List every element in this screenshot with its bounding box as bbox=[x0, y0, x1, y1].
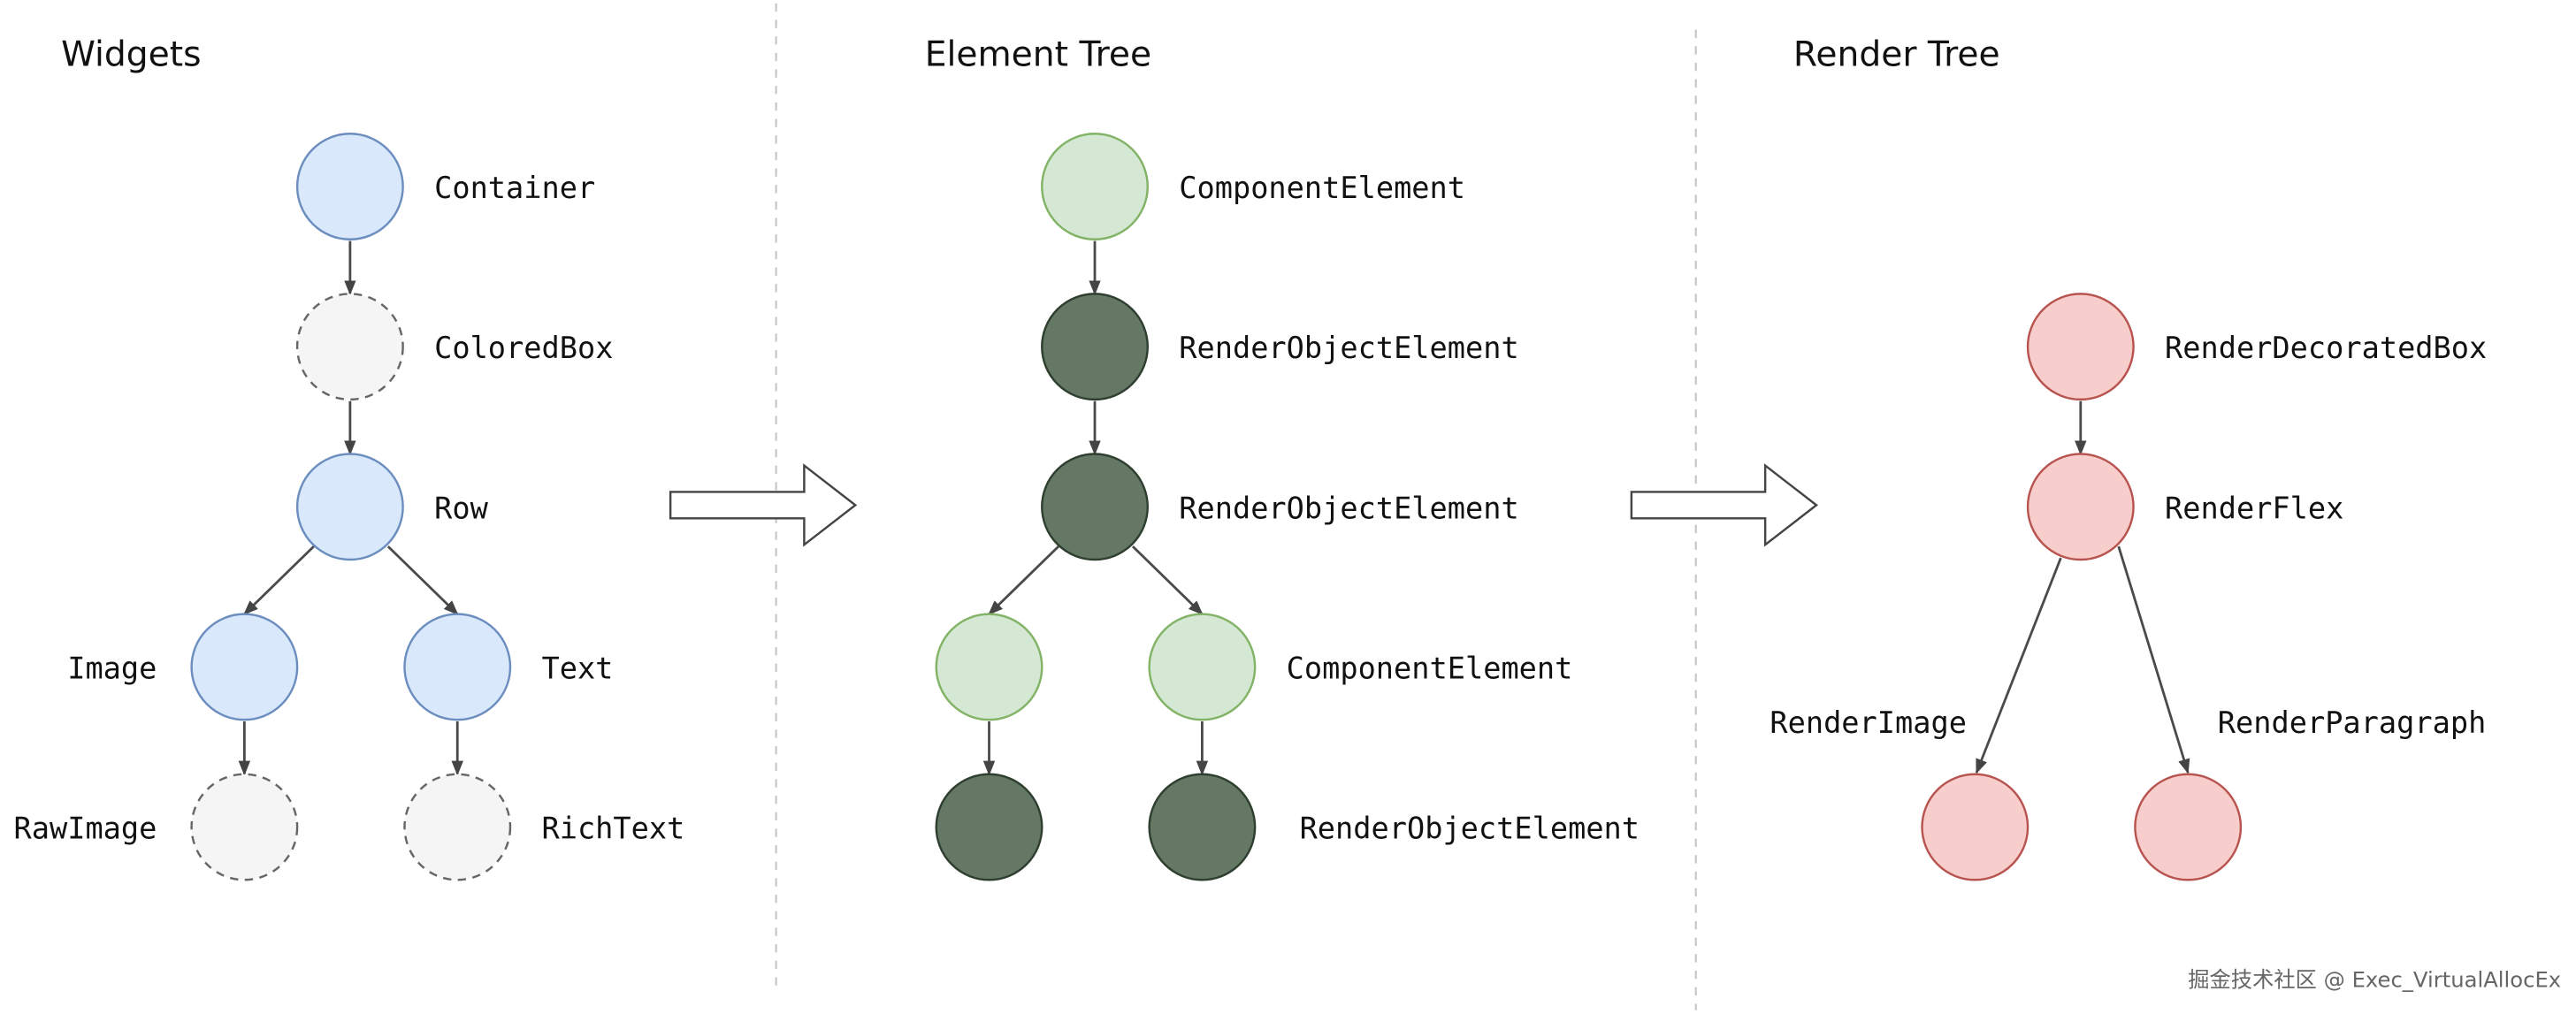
transition-arrow-elements-to-render bbox=[1630, 463, 1819, 547]
widgets-nodes bbox=[190, 133, 512, 881]
label-text: Text bbox=[541, 651, 613, 685]
node-render-image bbox=[1921, 773, 2029, 881]
node-render-paragraph bbox=[2134, 773, 2243, 881]
node-el-component-element-right bbox=[1148, 613, 1257, 721]
label-render-image: RenderImage bbox=[1770, 705, 1967, 740]
edge-el-2-4 bbox=[1131, 545, 1204, 615]
edge-row-text bbox=[386, 545, 459, 615]
node-el-component-element-left bbox=[935, 613, 1043, 721]
label-coloredbox: ColoredBox bbox=[434, 331, 613, 365]
node-richtext bbox=[403, 773, 512, 881]
watermark: 掘金技术社区 @ Exec_VirtualAllocEx bbox=[2188, 967, 2561, 993]
node-image bbox=[190, 613, 299, 721]
edge-row-image bbox=[243, 545, 315, 615]
node-coloredbox bbox=[295, 293, 404, 401]
label-el-4: ComponentElement bbox=[1287, 651, 1573, 685]
node-el-component-element bbox=[1041, 133, 1149, 240]
label-el-6: RenderObjectElement bbox=[1300, 812, 1640, 846]
node-rawimage bbox=[190, 773, 299, 881]
render-tree-edges bbox=[1975, 400, 2190, 774]
node-el-render-object-element-right bbox=[1148, 773, 1257, 881]
node-render-flex bbox=[2026, 453, 2135, 561]
render-tree-labels: RenderDecoratedBox RenderFlex RenderImag… bbox=[1770, 331, 2487, 740]
edge-flex-paragraph bbox=[2117, 545, 2190, 774]
node-container bbox=[295, 133, 404, 240]
node-el-render-object-element-1 bbox=[1041, 293, 1149, 401]
node-render-decorated-box bbox=[2026, 293, 2135, 401]
label-render-flex: RenderFlex bbox=[2165, 491, 2343, 525]
label-container: Container bbox=[434, 171, 595, 205]
node-row bbox=[295, 453, 404, 561]
transition-arrow-widgets-to-elements bbox=[669, 463, 858, 547]
element-tree-labels: ComponentElement RenderObjectElement Ren… bbox=[1179, 171, 1640, 846]
widgets-panel-title: Widgets bbox=[61, 35, 201, 75]
label-rawimage: RawImage bbox=[14, 812, 157, 846]
label-row: Row bbox=[434, 491, 488, 525]
element-tree-edges bbox=[982, 240, 1209, 776]
label-image: Image bbox=[67, 651, 157, 685]
label-el-2: RenderObjectElement bbox=[1179, 491, 1518, 525]
render-tree-nodes bbox=[1921, 293, 2243, 881]
node-text bbox=[403, 613, 512, 721]
label-el-0: ComponentElement bbox=[1179, 171, 1465, 205]
widgets-edges bbox=[238, 240, 463, 776]
edge-el-2-3 bbox=[988, 545, 1059, 615]
render-tree-panel-title: Render Tree bbox=[1793, 35, 2000, 75]
label-render-paragraph: RenderParagraph bbox=[2218, 705, 2487, 740]
label-el-1: RenderObjectElement bbox=[1179, 331, 1518, 365]
element-tree-panel-title: Element Tree bbox=[925, 35, 1151, 75]
label-render-decorated-box: RenderDecoratedBox bbox=[2165, 331, 2487, 365]
node-el-render-object-element-2 bbox=[1041, 453, 1149, 561]
node-el-render-object-element-left bbox=[935, 773, 1043, 881]
label-richtext: RichText bbox=[541, 812, 684, 846]
widgets-labels: Container ColoredBox Row Image Text RawI… bbox=[14, 171, 685, 846]
element-tree-nodes bbox=[935, 133, 1257, 881]
edge-flex-image bbox=[1975, 557, 2062, 774]
